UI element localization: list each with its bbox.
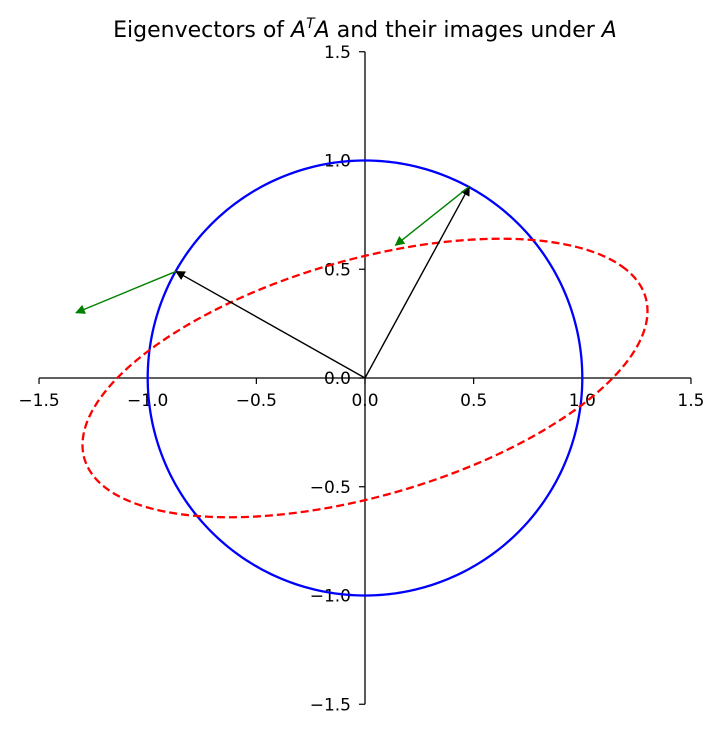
eigenvector-arrow: [364, 185, 470, 379]
image-ellipse: [81, 237, 649, 519]
title-transpose-superscript: T: [306, 16, 316, 32]
x-tick-label: 0.0: [351, 391, 378, 411]
x-tick-label: 1.5: [677, 391, 704, 411]
y-tick-label: −1.5: [310, 695, 351, 715]
y-tick-label: 1.5: [324, 43, 351, 63]
x-tick-label: −0.5: [236, 391, 277, 411]
image-arrow: [75, 270, 177, 314]
x-tick-label: −1.5: [18, 391, 59, 411]
x-tick-label: 0.5: [460, 391, 487, 411]
curves: [81, 159, 649, 597]
title-matrix-a: A: [289, 18, 306, 43]
title-matrix-a-second: A: [313, 18, 330, 43]
x-tick-label: 1.0: [569, 391, 596, 411]
image-arrow: [394, 186, 470, 246]
eigenvector-arrow: [175, 270, 366, 379]
arrows: [75, 185, 470, 379]
x-tick-label: −1.0: [127, 391, 168, 411]
title-prefix: Eigenvectors of: [113, 18, 291, 43]
y-tick-label: −0.5: [310, 478, 351, 498]
title-middle: and their images under: [330, 18, 602, 43]
y-tick-label: 0.0: [324, 369, 351, 389]
chart-title: Eigenvectors of ATA and their images und…: [113, 16, 617, 43]
y-tick-label: 0.5: [324, 260, 351, 280]
unit-circle: [146, 159, 584, 597]
title-matrix-a-third: A: [600, 18, 617, 43]
